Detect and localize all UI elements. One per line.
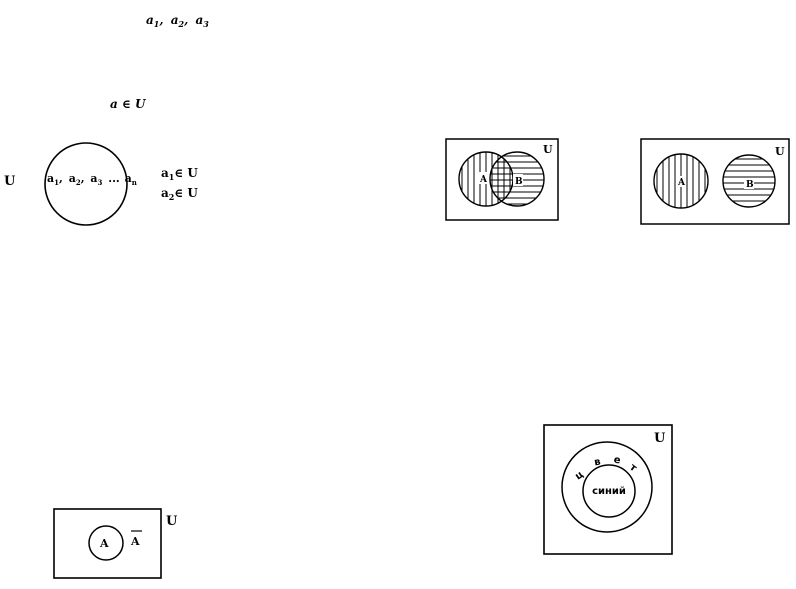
- set-b-label: B: [515, 177, 523, 187]
- membership-item: a1∈ U: [161, 166, 198, 182]
- universe-rect: [543, 424, 673, 555]
- complement-label: A: [130, 535, 140, 548]
- inner-circle: [582, 464, 636, 518]
- outer-letter: ц: [573, 469, 585, 482]
- membership-item: a2∈ U: [161, 186, 198, 202]
- nested-diagram: ц в е т синий U: [543, 424, 673, 555]
- universe-circle: [44, 142, 128, 226]
- venn-disjoint: A B U: [640, 138, 790, 225]
- universe-rect: [640, 138, 790, 225]
- universe-label: U: [775, 145, 785, 158]
- set-b-label: B: [746, 180, 754, 190]
- elements-list: a1, a2, a3 ... an: [47, 172, 137, 188]
- elements-diagram: U a1, a2, a3 ... an a1∈ U a2∈ U: [4, 142, 198, 226]
- set-b-circle: [722, 154, 776, 208]
- outer-letter: в: [593, 456, 601, 468]
- set-a-label: A: [99, 537, 109, 550]
- set-a-label: A: [479, 175, 488, 185]
- set-a-label: A: [677, 178, 686, 188]
- complement-diagram: A A U: [53, 508, 178, 579]
- universe-label: U: [654, 431, 666, 446]
- outer-letter: т: [627, 462, 639, 474]
- universe-rect: [53, 508, 162, 579]
- universe-label: U: [543, 143, 553, 156]
- universe-rect: [445, 138, 559, 221]
- membership-formula: a ∈ U: [110, 97, 147, 111]
- svg-text:a1, a2, a3: a1, a2, a3: [146, 13, 209, 29]
- set-b-circle: [489, 151, 545, 207]
- universe-label: U: [166, 514, 178, 529]
- inner-label: синий: [592, 486, 626, 497]
- universe-label: U: [4, 174, 16, 189]
- top-formula: a1, a2, a3: [146, 13, 209, 29]
- outer-letter: е: [613, 454, 622, 466]
- membership-list: a1∈ U a2∈ U: [161, 166, 198, 202]
- venn-intersecting: A B U: [445, 138, 559, 221]
- outer-circle: [561, 441, 653, 533]
- set-a-circle: [653, 153, 709, 209]
- set-a-circle: [88, 525, 124, 561]
